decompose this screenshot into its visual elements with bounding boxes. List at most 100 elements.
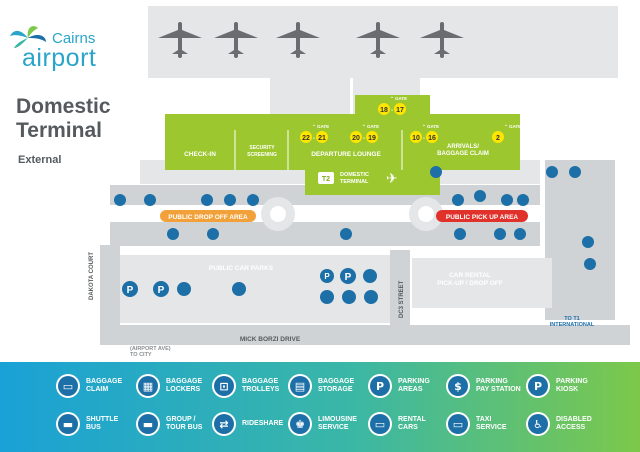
- plane-icon: [356, 22, 400, 58]
- legend-item: ▦ BAGGAGE LOCKERS: [136, 374, 202, 398]
- road-east: [545, 160, 615, 320]
- gate-word: ⌃ GATE: [390, 96, 407, 101]
- gate-number: 10: [412, 135, 420, 142]
- gate-number-badge: [426, 131, 438, 143]
- gate-word: ⌃ GATE: [312, 124, 329, 129]
- gate-number: 18: [380, 107, 388, 114]
- check-in-label: CHECK-IN: [184, 151, 216, 158]
- gate-number: 22: [302, 135, 310, 142]
- disabled-access-icon: [363, 269, 377, 283]
- taxi-service-icon: [501, 194, 513, 206]
- gate-number-badge: [394, 103, 406, 115]
- title-line2: Terminal: [16, 119, 102, 142]
- legend-label: BAGGAGE STORAGE: [318, 378, 355, 393]
- baggage-trolleys-icon: [452, 194, 464, 206]
- legend-item: ▬ SHUTTLE BUS: [56, 412, 118, 436]
- legend-label: PARKING PAY STATION: [476, 378, 521, 393]
- gate-number-badge: [300, 131, 312, 143]
- gate-word: ⌃ GATE: [362, 124, 379, 129]
- legend: ▭ BAGGAGE CLAIM ▦ BAGGAGE LOCKERS ⊡ BAGGAGE T…: [0, 362, 640, 452]
- plane-icon: ✈: [386, 170, 398, 186]
- legend-item: ▭ TAXI SERVICE: [446, 412, 507, 436]
- rental-cars-icon: [224, 194, 236, 206]
- legend-item: ▬GROUP / TOUR BUS: [136, 412, 202, 436]
- shuttle-bus-icon: [582, 236, 594, 248]
- gate-number-badge: [492, 131, 504, 143]
- gate-separator: -: [423, 136, 425, 142]
- baggage-lockers-icon: ▦: [136, 374, 160, 398]
- baggage-storage-icon: ▤: [288, 374, 312, 398]
- rental-cars-icon: ▭: [368, 412, 392, 436]
- legend-label: BAGGAGE TROLLEYS: [242, 378, 280, 393]
- gate-number: 20: [352, 135, 360, 142]
- brand-name-line2: airport: [22, 44, 97, 72]
- legend-label: TAXI SERVICE: [476, 416, 507, 431]
- gate-number-badge: [350, 131, 362, 143]
- legend-label: BAGGAGE CLAIM: [86, 378, 123, 393]
- plane-icon: [276, 22, 320, 58]
- disabled-access-icon: [177, 282, 191, 296]
- shuttle-bus-icon: [144, 194, 156, 206]
- legend-label: LIMOUSINE SERVICE: [318, 416, 357, 431]
- baggage-claim-icon: [494, 228, 506, 240]
- gate-word: ⌃ GATE: [422, 124, 439, 129]
- baggage-trolleys-icon: [474, 190, 486, 202]
- legend-label: BAGGAGE LOCKERS: [166, 378, 203, 393]
- legend-item: ⊡ BAGGAGE TROLLEYS: [212, 374, 279, 398]
- baggage-trolleys-icon: [114, 194, 126, 206]
- rental-cars-icon: [517, 194, 529, 206]
- gate-number-badge: [378, 103, 390, 115]
- legend-item: ▭ BAGGAGE CLAIM: [56, 374, 122, 398]
- t2-badge-bg: [318, 172, 334, 184]
- shuttle-bus-icon: ▬: [56, 412, 80, 436]
- road-dc3: [390, 250, 410, 340]
- limousine-service-icon: [569, 166, 581, 178]
- gate-word: ⌃ GATE: [504, 124, 521, 129]
- baggage-claim-icon: ▭: [56, 374, 80, 398]
- legend-item: $PARKING PAY STATION: [446, 374, 521, 398]
- baggage-storage-icon: [320, 290, 334, 304]
- plane-icon: [158, 22, 202, 58]
- cairns-logo-icon: [10, 26, 46, 48]
- road-dakota: [100, 245, 120, 325]
- pick-up-label: PUBLIC PICK UP AREA: [446, 214, 519, 221]
- legend-label: SHUTTLE BUS: [86, 416, 119, 431]
- car-parks-label: PUBLIC CAR PARKS: [209, 265, 274, 272]
- gate-marker: ⌃ GATE 20-19: [350, 124, 379, 143]
- limousine-service-icon: ♚: [288, 412, 312, 436]
- gate-separator: -: [363, 136, 365, 142]
- departure-lounge-label: DEPARTURE LOUNGE: [311, 151, 381, 158]
- baggage-claim-icon: [167, 228, 179, 240]
- baggage-lockers-icon: [342, 290, 356, 304]
- parking-pay-station-icon: [232, 282, 246, 296]
- arrivals-label: ARRIVALS/BAGGAGE CLAIM: [437, 144, 489, 157]
- page-title: Domestic Terminal: [16, 95, 111, 143]
- taxi-service-icon: ▭: [446, 412, 470, 436]
- disabled-access-icon: [207, 228, 219, 240]
- baggage-trolleys-icon: ⊡: [212, 374, 236, 398]
- car-rental-area: [412, 258, 552, 308]
- baggage-trolleys-icon: [201, 194, 213, 206]
- shuttle-bus-icon: [546, 166, 558, 178]
- brand-name-line1: Cairns: [52, 30, 96, 47]
- drop-off-label: PUBLIC DROP OFF AREA: [168, 214, 248, 221]
- title-line1: Domestic: [16, 95, 111, 118]
- parking-areas-icon: [122, 281, 138, 297]
- legend-item: ▭RENTAL CARS: [368, 412, 426, 436]
- apron-gap-right: [420, 78, 620, 114]
- legend-item: ⇄RIDESHARE: [212, 412, 283, 436]
- road-mick-borzi: [100, 325, 630, 345]
- airport-ave-label: (AIRPORT AVE)TO CITY: [130, 346, 171, 358]
- legend-label: GROUP / TOUR BUS: [166, 416, 203, 431]
- gate-number: 19: [368, 135, 376, 142]
